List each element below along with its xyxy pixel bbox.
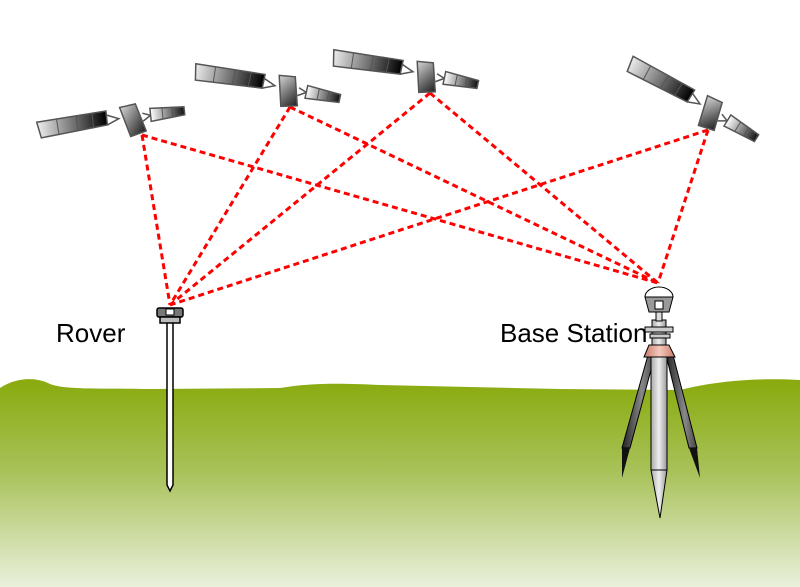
ground bbox=[0, 379, 800, 587]
satellite-3 bbox=[328, 41, 481, 105]
signal-line-sat3-base bbox=[429, 91, 659, 285]
satellite-1 bbox=[35, 98, 188, 147]
base-station-tripod bbox=[621, 286, 700, 519]
signal-line-sat1-rover bbox=[140, 134, 172, 306]
signal-line-sat2-base bbox=[289, 105, 659, 285]
base-station-label: Base Station bbox=[500, 318, 648, 348]
signal-line-sat1-base bbox=[141, 133, 659, 285]
satellite-2 bbox=[190, 55, 343, 119]
rover-label: Rover bbox=[56, 318, 126, 348]
satellite-4 bbox=[619, 48, 764, 156]
signal-line-sat4-base bbox=[656, 129, 710, 284]
signal-line-sat3-rover bbox=[169, 91, 431, 307]
rover-pole bbox=[156, 307, 184, 493]
signal-line-sat2-rover bbox=[168, 106, 292, 306]
signal-line-sat4-rover bbox=[169, 128, 709, 307]
signal-lines bbox=[140, 91, 710, 307]
